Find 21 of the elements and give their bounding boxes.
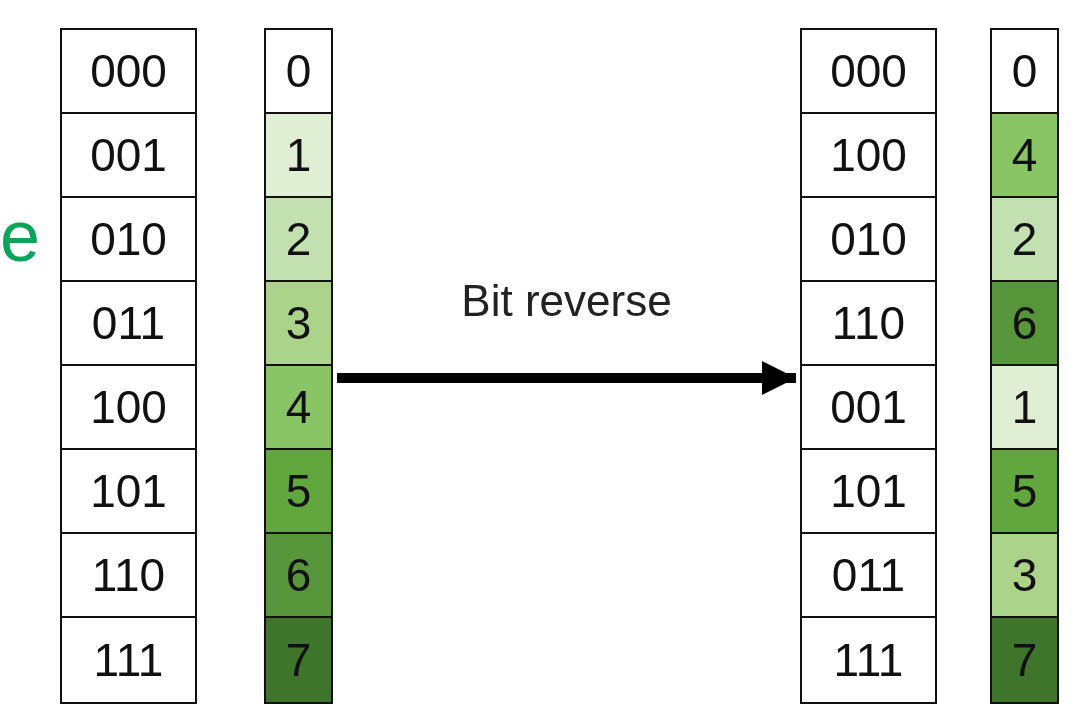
table-cell: 6 — [266, 534, 331, 618]
text-fragment: e — [0, 200, 41, 272]
table-column — [60, 28, 197, 704]
table-cell: 5 — [992, 450, 1057, 534]
table-cell: 2 — [266, 198, 331, 282]
table-column — [264, 28, 333, 704]
table-cell: 4 — [992, 114, 1057, 198]
table-column — [800, 28, 937, 704]
table-cell: 2 — [992, 198, 1057, 282]
table-cell: 4 — [266, 366, 331, 450]
table-cell: 1 — [266, 114, 331, 198]
table-cell: 3 — [992, 534, 1057, 618]
arrow — [337, 361, 796, 395]
table-cell: 3 — [266, 282, 331, 366]
table-cell: 1 — [992, 366, 1057, 450]
table-cell: 5 — [266, 450, 331, 534]
table-cell: 6 — [992, 282, 1057, 366]
table-cell: 7 — [266, 618, 331, 702]
table-column — [990, 28, 1059, 704]
edge-label: Bit reverse — [461, 276, 672, 326]
table-cell: 7 — [992, 618, 1057, 702]
